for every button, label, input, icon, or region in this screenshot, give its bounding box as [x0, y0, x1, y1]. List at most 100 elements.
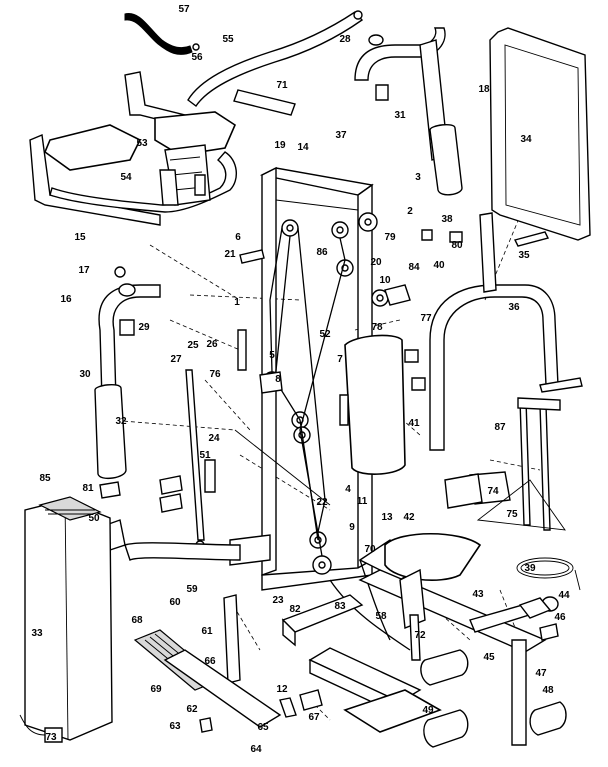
callout-80: 80	[451, 240, 463, 251]
right-frame-34	[429, 27, 591, 451]
callout-12: 12	[276, 684, 288, 695]
callout-51: 51	[199, 450, 211, 461]
callout-82: 82	[289, 604, 301, 615]
callout-70: 70	[364, 544, 376, 555]
callout-33: 33	[31, 628, 43, 639]
callout-41: 41	[408, 418, 420, 429]
callout-2: 2	[407, 206, 413, 217]
callout-53: 53	[136, 138, 148, 149]
callout-19: 19	[274, 140, 286, 151]
callout-42: 42	[403, 512, 415, 523]
callout-24: 24	[208, 433, 220, 444]
callout-86: 86	[316, 247, 328, 258]
callout-57: 57	[178, 4, 190, 15]
callout-59: 59	[186, 584, 198, 595]
callout-1: 1	[234, 297, 240, 308]
callout-8: 8	[275, 374, 281, 385]
seat-back-assembly	[29, 71, 237, 226]
top-handle-bar	[187, 10, 364, 108]
callout-46: 46	[554, 612, 566, 623]
callout-36: 36	[508, 302, 520, 313]
pad-74	[444, 473, 483, 509]
callout-58: 58	[375, 611, 387, 622]
callout-18: 18	[478, 84, 490, 95]
callout-6: 6	[235, 232, 241, 243]
callout-62: 62	[186, 704, 198, 715]
callout-44: 44	[558, 590, 570, 601]
callout-87: 87	[494, 422, 506, 433]
callout-22: 22	[316, 497, 328, 508]
base-frame-49	[105, 519, 442, 733]
callout-43: 43	[472, 589, 484, 600]
callout-83: 83	[334, 601, 346, 612]
callout-79: 79	[384, 232, 396, 243]
callout-77: 77	[420, 313, 432, 324]
right-arm-31	[354, 27, 463, 196]
left-arm-30	[94, 266, 161, 480]
callout-23: 23	[272, 595, 284, 606]
callout-84: 84	[408, 262, 420, 273]
callout-48: 48	[542, 685, 554, 696]
callout-74: 74	[487, 486, 499, 497]
back-pad-41	[344, 334, 406, 475]
callout-81: 81	[82, 483, 94, 494]
callout-34: 34	[520, 134, 532, 145]
cord-73	[19, 714, 63, 743]
callout-69: 69	[150, 684, 162, 695]
callout-16: 16	[60, 294, 72, 305]
callout-50: 50	[88, 513, 100, 524]
callout-73: 73	[45, 732, 57, 743]
callout-21: 21	[224, 249, 236, 260]
callout-7: 7	[337, 354, 343, 365]
small-hardware	[159, 169, 463, 513]
cables	[269, 227, 411, 651]
callout-10: 10	[379, 275, 391, 286]
callout-52: 52	[319, 329, 331, 340]
callout-27: 27	[170, 354, 182, 365]
callout-47: 47	[535, 668, 547, 679]
callout-68: 68	[131, 615, 143, 626]
foam-pad-71	[233, 89, 296, 116]
callout-11: 11	[357, 496, 368, 507]
callout-9: 9	[349, 522, 355, 533]
guide-rods	[185, 329, 331, 550]
callout-85: 85	[39, 473, 51, 484]
callout-76: 76	[209, 369, 221, 380]
callout-71: 71	[276, 80, 288, 91]
callout-61: 61	[201, 626, 213, 637]
callout-14: 14	[297, 142, 309, 153]
callout-39: 39	[524, 563, 536, 574]
rollers-48	[420, 597, 567, 748]
callout-17: 17	[78, 265, 90, 276]
callout-38: 38	[441, 214, 453, 225]
callout-3: 3	[415, 172, 421, 183]
chain-part	[124, 13, 200, 55]
callout-60: 60	[169, 597, 181, 608]
callout-67: 67	[308, 712, 320, 723]
leg-frame-75	[476, 397, 566, 531]
callout-13: 13	[381, 512, 393, 523]
callout-30: 30	[79, 369, 91, 380]
shroud-cover-33	[24, 481, 121, 741]
callout-55: 55	[222, 34, 234, 45]
callout-40: 40	[433, 260, 445, 271]
callout-32: 32	[115, 416, 127, 427]
callout-20: 20	[370, 257, 382, 268]
callout-72: 72	[414, 630, 426, 641]
callout-65: 65	[257, 722, 269, 733]
callout-28: 28	[339, 34, 351, 45]
callout-54: 54	[120, 172, 132, 183]
callout-25: 25	[187, 340, 199, 351]
callout-26: 26	[206, 339, 218, 350]
callout-31: 31	[394, 110, 406, 121]
cable-coil-39	[516, 557, 581, 591]
callout-4: 4	[345, 484, 351, 495]
callout-66: 66	[204, 656, 216, 667]
callout-63: 63	[169, 721, 181, 732]
callout-56: 56	[191, 52, 203, 63]
callout-45: 45	[483, 652, 495, 663]
callout-35: 35	[518, 250, 530, 261]
callout-64: 64	[250, 744, 262, 755]
callout-78: 78	[371, 322, 383, 333]
